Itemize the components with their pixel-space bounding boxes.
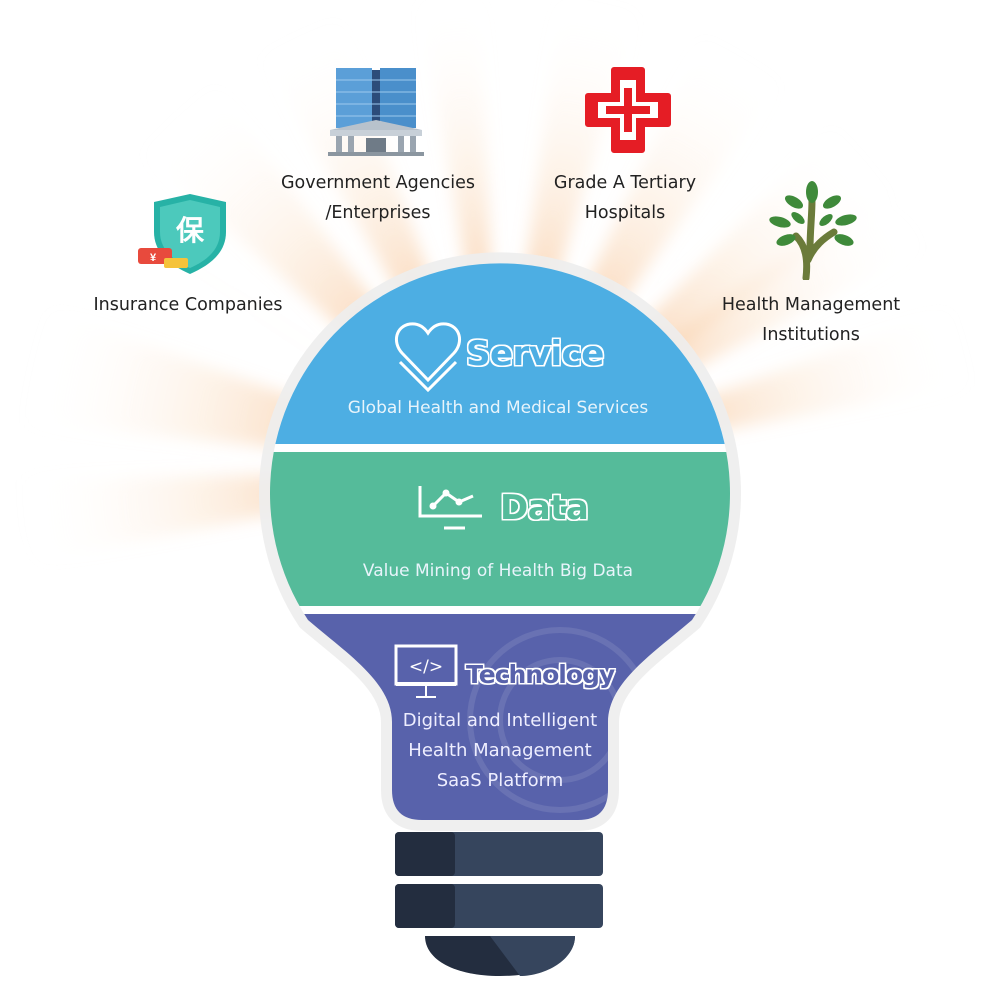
svg-text:¥: ¥: [150, 252, 157, 264]
stakeholder-label-government: Government Agencies /Enterprises: [280, 173, 475, 223]
stakeholder-label-health-institutions: Health Management Institutions: [721, 295, 901, 345]
tree-icon: [769, 181, 857, 280]
line-chart-icon: [418, 486, 482, 530]
insurance-shield-icon: 保 ¥: [138, 194, 226, 274]
data-title: Data: [500, 488, 589, 528]
data-band: [270, 452, 730, 606]
stakeholder-label-insurance: Insurance Companies: [93, 295, 283, 315]
technology-subtitle: Digital and Intelligent Health Managemen…: [402, 710, 598, 791]
service-subtitle: Global Health and Medical Services: [347, 398, 649, 418]
bulb-base: [395, 832, 603, 976]
code-monitor-icon: </>: [394, 644, 458, 698]
svg-text:保: 保: [176, 215, 205, 246]
data-subtitle: Value Mining of Health Big Data: [362, 561, 634, 581]
technology-title: Technology: [466, 660, 615, 689]
service-title: Service: [466, 334, 604, 374]
heart-icon: [394, 322, 462, 393]
government-building-icon: [328, 68, 424, 156]
hospital-cross-icon: [585, 67, 671, 153]
stakeholder-label-hospitals: Grade A Tertiary Hospitals: [553, 173, 697, 223]
svg-text:</>: </>: [409, 657, 443, 677]
